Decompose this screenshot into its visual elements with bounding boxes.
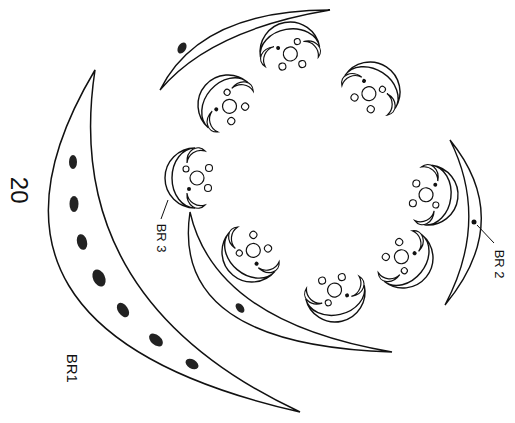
bract: [160, 10, 330, 90]
leader-line: [477, 225, 494, 243]
bract-label: BR 3: [153, 222, 167, 255]
bract: [188, 212, 392, 352]
bract-label: BR1: [64, 351, 81, 384]
figure-number: 20: [5, 175, 31, 206]
bract-dots: [69, 155, 200, 371]
bract-label: BR 2: [491, 248, 505, 281]
bract: [445, 140, 481, 305]
flower-group: [165, 17, 461, 328]
leader-line: [161, 200, 168, 219]
bract: [48, 70, 300, 412]
